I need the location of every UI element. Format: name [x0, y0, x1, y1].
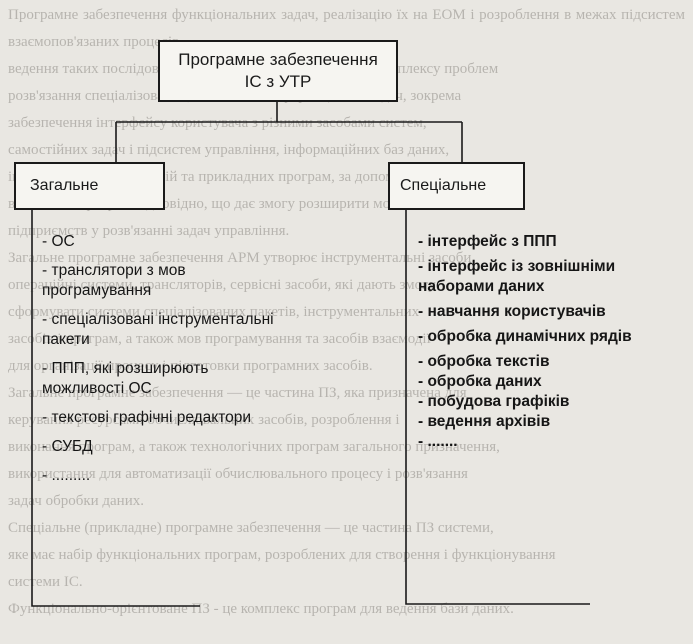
background-text-line: операційні системи, трансляторів, сервіс… [8, 277, 436, 293]
special-software-node: Спеціальне [388, 162, 525, 210]
background-text-line: системи ІС. [8, 574, 83, 590]
background-text-line: сформувати системи спеціалізованих пакет… [8, 304, 420, 320]
general-software-title: Загальне [30, 177, 99, 194]
background-text-line: Загальне програмне забезпечення — це час… [8, 385, 467, 401]
general-software-node: Загальне [14, 162, 165, 210]
list-item: - побудова графіків [418, 393, 570, 410]
list-item: - інтерфейс із зовнішніми наборами даних [418, 258, 616, 295]
background-text-line: Функціонально-орієнтоване ПЗ - це компле… [8, 601, 514, 617]
background-text-line: керування ресурсами обчислювальних засоб… [8, 412, 400, 428]
root-node-title-line1: Програмне забезпечення [178, 50, 378, 69]
list-item: - обробка текстів [418, 353, 550, 370]
general-software-list: - ОС - транслятори з мов програмування -… [42, 232, 282, 495]
right-bracket-line [405, 210, 590, 605]
background-text-line: забезпечення інтерфейсу користувача з рі… [8, 115, 427, 131]
list-item: - обробка даних [418, 373, 542, 390]
list-item: - текстові графічні редактори [42, 409, 252, 426]
root-node-box: Програмне забезпечення ІС з УТР [158, 40, 398, 102]
list-item: - обробка динамічних рядів [418, 328, 632, 345]
list-item: - ......... [42, 467, 91, 484]
background-text-line: використання для автоматизації обчислюва… [8, 466, 468, 482]
background-text-line: Загальне програмне забезпечення АРМ утво… [8, 250, 476, 266]
list-item: - ведення архівів [418, 413, 551, 430]
list-item: - СУБД [42, 438, 93, 455]
list-item: - інтерфейс з ППП [418, 233, 557, 250]
root-node-title-line2: ІС з УТР [244, 72, 312, 91]
background-text-line: засобів і програм, а також мов програмув… [8, 331, 431, 347]
background-text-line: для організації процесу і підготовки про… [8, 358, 373, 374]
list-item: - спеціалізовані інструментальні пакети [42, 311, 274, 348]
background-text-line: виконання програм, а також технологічних… [8, 439, 500, 455]
list-item: - ....... [418, 433, 458, 450]
background-text-line: Спеціальне (прикладне) програмне забезпе… [8, 520, 494, 536]
background-text-line: самостійних задач і підсистем управління… [8, 142, 450, 158]
list-item: - навчання користувачів [418, 303, 606, 320]
left-bracket-line [31, 210, 200, 607]
background-text-line: підприємств у розв'язанні задач управлін… [8, 223, 290, 239]
list-item: - ОС [42, 233, 75, 250]
list-item: - транслятори з мов програмування [42, 262, 186, 299]
background-text-line: задач обробки даних. [8, 493, 144, 509]
special-software-list: - інтерфейс з ППП - інтерфейс із зовнішн… [418, 232, 678, 452]
special-software-title: Спеціальне [400, 177, 487, 194]
list-item: - ППП, які розширюють можливості ОС [42, 360, 209, 397]
background-text-line: яке має набір функціональних програм, ро… [8, 547, 556, 563]
background-text-line: Програмне забезпечення функціональних за… [8, 7, 685, 50]
